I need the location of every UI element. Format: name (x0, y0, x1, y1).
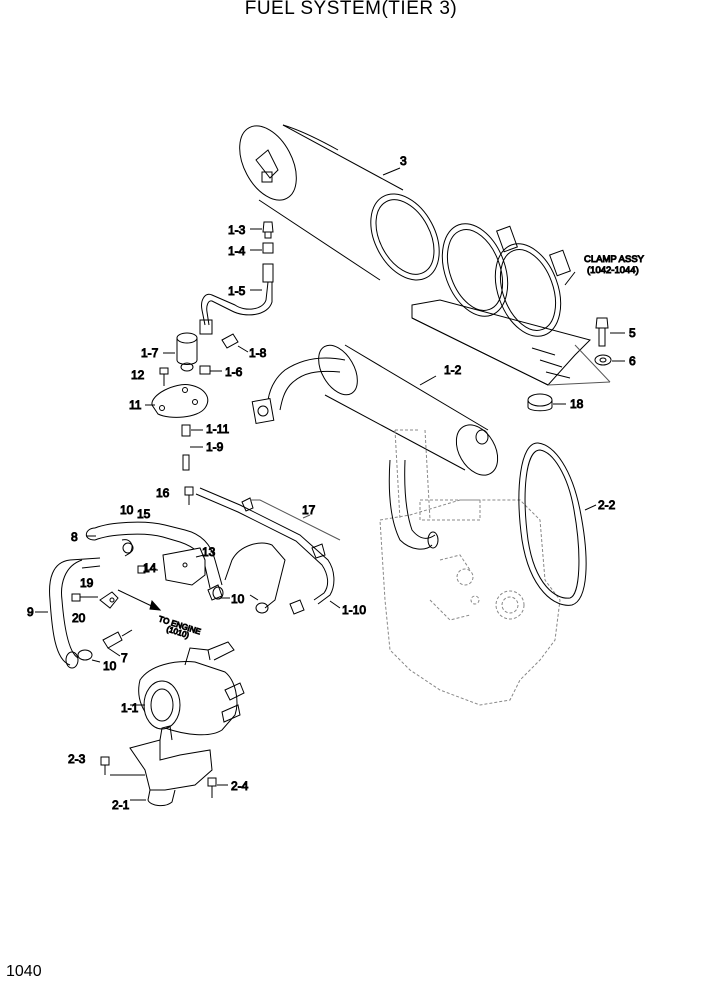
sensor-7 (102, 629, 133, 657)
bolt-16 (184, 486, 194, 505)
label-1-11: 1-11 (206, 422, 229, 436)
label-17: 17 (302, 503, 316, 517)
label-1-8: 1-8 (249, 346, 267, 360)
rubber-18 (527, 393, 566, 412)
bolt-2-3 (100, 756, 145, 776)
label-clamp-assy: CLAMP ASSY (584, 254, 645, 265)
fitting-1-4 (250, 242, 274, 254)
label-19: 19 (80, 576, 94, 590)
engine-pipe (388, 459, 439, 550)
label-1-3: 1-3 (228, 223, 246, 237)
clamp-10-b (212, 586, 230, 600)
label-1-5: 1-5 (228, 284, 246, 298)
label-1-10: 1-10 (342, 603, 366, 617)
label-12: 12 (131, 368, 145, 382)
page-number: 1040 (6, 963, 42, 980)
label-16: 16 (156, 486, 170, 500)
clamp-10-a (77, 649, 101, 663)
washer-6 (594, 354, 625, 366)
label-2-1: 2-1 (112, 798, 130, 812)
filter-1-7 (163, 332, 198, 372)
clamp-10-c (249, 594, 269, 614)
lpg-tank (239, 124, 440, 281)
belt (518, 442, 597, 606)
label-13: 13 (202, 545, 216, 559)
hose-8 (85, 527, 134, 557)
label-7: 7 (121, 651, 128, 665)
hose-1-5 (199, 263, 274, 335)
engine-outline (379, 429, 561, 706)
muffler (251, 344, 499, 476)
bolt-12 (159, 367, 169, 386)
label-18: 18 (570, 397, 584, 411)
label-1-1: 1-1 (121, 701, 139, 715)
vaporizer-1-1 (130, 641, 245, 736)
label-10-top: 10 (120, 503, 134, 517)
label-3: 3 (400, 154, 407, 168)
bolt-2-4 (207, 777, 228, 798)
hose-9 (35, 557, 101, 669)
bolt-20 (71, 593, 98, 602)
label-20: 20 (72, 611, 86, 625)
label-15: 15 (137, 507, 151, 521)
plate-11 (145, 384, 209, 418)
fitting-1-3 (250, 221, 274, 239)
bracket-17 (250, 499, 341, 541)
fitting-1-6 (199, 365, 222, 375)
leader-bracket (547, 344, 611, 386)
label-10-bottom: 10 (103, 659, 117, 673)
label-5: 5 (629, 326, 636, 340)
label-2-2: 2-2 (598, 498, 616, 512)
clip-19 (99, 591, 119, 609)
bracket-2-1 (129, 725, 213, 807)
label-1-4: 1-4 (228, 244, 246, 258)
fitting-1-11 (181, 424, 203, 437)
label-8: 8 (71, 530, 78, 544)
label-1-2: 1-2 (444, 363, 462, 377)
label-10-mid: 10 (231, 592, 245, 606)
label-1-7: 1-7 (141, 346, 159, 360)
label-2-3: 2-3 (68, 752, 86, 766)
bolt-14 (137, 565, 158, 574)
bolt-5 (595, 317, 625, 347)
connector-1-8 (221, 333, 249, 353)
label-clamp-range: (1042-1044) (587, 265, 639, 276)
label-14: 14 (143, 561, 157, 575)
label-1-6: 1-6 (225, 365, 243, 379)
label-9: 9 (27, 605, 34, 619)
bracket-13 (162, 547, 206, 586)
fitting-1-9 (182, 446, 203, 471)
page-title: FUEL SYSTEM(TIER 3) (244, 0, 458, 19)
label-11: 11 (129, 398, 142, 412)
label-1-9: 1-9 (206, 440, 224, 454)
label-2-4: 2-4 (231, 779, 249, 793)
clamp-bracket (411, 223, 591, 386)
arrow-to-engine (117, 589, 162, 611)
label-6: 6 (629, 354, 636, 368)
hose-1-10 (195, 487, 341, 615)
